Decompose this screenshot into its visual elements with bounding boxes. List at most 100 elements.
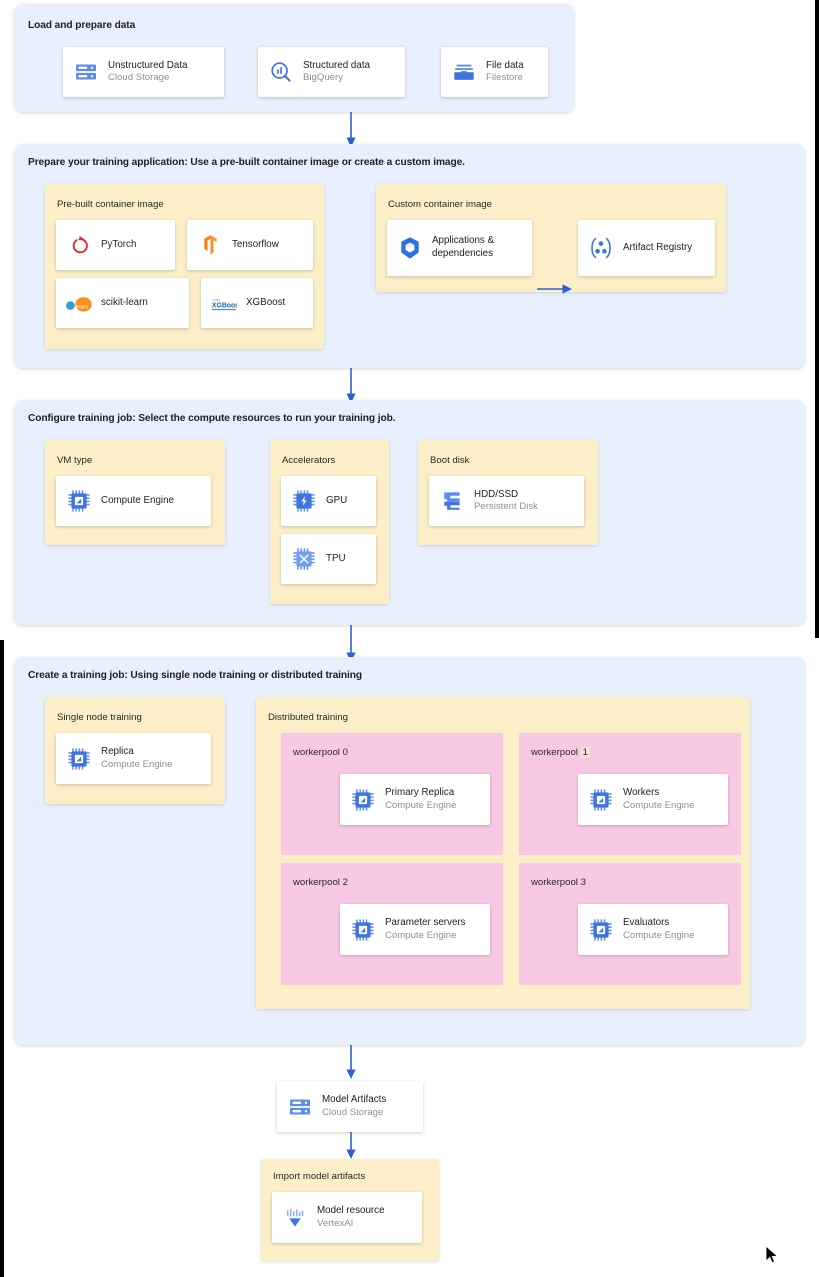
- arrow-stage2-to-stage3: [346, 366, 356, 403]
- card-scikit-learn[interactable]: learn scikit-learn: [56, 278, 189, 328]
- card-model-artifacts[interactable]: Model Artifacts Cloud Storage: [277, 1081, 423, 1132]
- group-single-node-training: Single node training: [45, 697, 225, 804]
- cloud-storage-icon: [287, 1094, 313, 1120]
- stage-create-a-training-job: Create a training job: Using single node…: [14, 657, 805, 1045]
- persistent-disk-icon: [439, 488, 465, 514]
- filestore-icon: [451, 59, 477, 85]
- group-boot-disk: Boot disk HDD/SSD Persistent Disk: [418, 440, 598, 545]
- cloud-storage-icon: [73, 59, 99, 85]
- card-title: Replica: [101, 746, 134, 757]
- card-subtitle: Compute Engine: [623, 929, 695, 941]
- tpu-icon: [291, 546, 317, 572]
- card-subtitle: Persistent Disk: [474, 501, 538, 513]
- group-accelerators: Accelerators: [270, 440, 389, 604]
- card-title: Evaluators: [623, 917, 670, 928]
- mouse-cursor: [765, 1245, 779, 1264]
- card-primary-replica[interactable]: Primary Replica Compute Engine: [340, 774, 498, 837]
- workerpool-label-text: workerpool 3: [531, 877, 586, 888]
- card-title: Parameter servers: [385, 917, 466, 928]
- stage-title: Prepare your training application: Use a…: [28, 157, 465, 168]
- scikit-learn-icon: learn: [66, 290, 92, 316]
- workerpool-label: workerpool 2: [293, 877, 348, 888]
- stage-title: Load and prepare data: [28, 20, 136, 31]
- card-compute-engine-vm[interactable]: Compute Engine: [56, 476, 211, 526]
- workerpool-3: workerpool 3: [519, 863, 741, 985]
- compute-engine-icon: [66, 488, 92, 514]
- card-title: Workers: [623, 787, 660, 798]
- svg-text:dmlc: dmlc: [213, 298, 220, 302]
- group-pre-built-container-image: Pre-built container image PyTorch: [45, 184, 324, 349]
- workerpool-label-text: workerpool 2: [293, 877, 348, 888]
- stage-configure-training-job: Configure training job: Select the compu…: [14, 400, 805, 625]
- card-subtitle: Compute Engine: [385, 929, 457, 941]
- group-import-model-artifacts: Import model artifacts Model resource: [261, 1159, 439, 1261]
- group-title: Single node training: [57, 712, 142, 723]
- card-title: TPU: [326, 552, 346, 564]
- card-title: Unstructured Data: [108, 59, 188, 71]
- group-title: Boot disk: [430, 455, 470, 466]
- card-parameter-servers[interactable]: Parameter servers Compute Engine: [340, 904, 498, 967]
- card-file-data[interactable]: File data Filestore: [441, 47, 548, 97]
- workerpool-1: workerpool 1: [519, 733, 741, 855]
- arrow-model-artifacts-to-import: [346, 1128, 356, 1159]
- stage-load-and-prepare-data: Load and prepare data Unstructured Data …: [14, 4, 574, 112]
- vertex-ai-icon: [282, 1205, 308, 1231]
- group-vm-type: VM type: [45, 440, 225, 545]
- pytorch-icon: [66, 232, 92, 258]
- xgboost-icon: dmlc XGBoost: [211, 290, 237, 316]
- card-xgboost[interactable]: dmlc XGBoost XGBoost: [201, 278, 313, 328]
- workerpool-label-text: workerpool 0: [293, 747, 348, 758]
- card-title: Structured data: [303, 59, 370, 71]
- compute-engine-icon: [350, 787, 376, 813]
- card-evaluators[interactable]: Evaluators Compute Engine: [578, 904, 736, 967]
- stage-title: Create a training job: Using single node…: [28, 670, 363, 681]
- group-title: Accelerators: [282, 455, 336, 466]
- tensorflow-icon: [197, 232, 223, 258]
- card-title: PyTorch: [101, 238, 137, 250]
- card-title: Artifact Registry: [623, 241, 693, 253]
- bigquery-icon: [268, 59, 294, 85]
- card-title: Primary Replica: [385, 787, 455, 798]
- card-title: Model Artifacts: [322, 1094, 387, 1105]
- card-persistent-disk[interactable]: HDD/SSD Persistent Disk: [429, 476, 584, 526]
- arrow-stage1-to-stage2: [346, 110, 356, 147]
- applications-dependencies-icon: [397, 235, 423, 261]
- card-subtitle: BigQuery: [303, 72, 343, 84]
- card-subtitle: Cloud Storage: [108, 72, 170, 84]
- card-model-resource[interactable]: Model resource VertexAI: [272, 1192, 422, 1243]
- card-subtitle: Compute Engine: [385, 799, 457, 811]
- card-pytorch[interactable]: PyTorch: [56, 220, 175, 270]
- card-subtitle: Compute Engine: [101, 758, 173, 770]
- card-tpu[interactable]: TPU: [281, 534, 376, 584]
- workerpool-label: workerpool 0: [293, 747, 348, 758]
- workerpool-label: workerpool 1: [531, 747, 590, 758]
- card-applications-dependencies[interactable]: Applications & dependencies: [387, 220, 532, 276]
- group-custom-container-image: Custom container image Applications & de…: [376, 184, 726, 294]
- card-subtitle: Cloud Storage: [322, 1106, 384, 1118]
- card-title: scikit-learn: [101, 296, 148, 308]
- compute-engine-icon: [350, 917, 376, 943]
- workerpool-label-text: workerpool: [531, 747, 581, 758]
- card-subtitle: VertexAI: [317, 1217, 354, 1229]
- card-workers[interactable]: Workers Compute Engine: [578, 774, 736, 837]
- arrow-applications-to-artifact-registry: [537, 284, 572, 294]
- compute-engine-icon: [588, 917, 614, 943]
- card-artifact-registry[interactable]: Artifact Registry: [578, 220, 715, 276]
- stage-prepare-training-application: Prepare your training application: Use a…: [14, 144, 805, 368]
- arrow-stage4-to-model-artifacts: [346, 1042, 356, 1079]
- workerpool-2: workerpool 2: [281, 863, 503, 985]
- workerpool-label-highlight: 1: [580, 747, 590, 758]
- card-structured-data[interactable]: Structured data BigQuery: [258, 47, 405, 97]
- card-tensorflow[interactable]: Tensorflow: [187, 220, 313, 270]
- card-replica[interactable]: Replica Compute Engine: [56, 733, 211, 784]
- gpu-icon: [291, 488, 317, 514]
- card-subtitle: Filestore: [486, 72, 523, 84]
- card-title: HDD/SSD: [474, 488, 519, 500]
- artifact-registry-icon: [588, 235, 614, 261]
- svg-text:XGBoost: XGBoost: [212, 302, 237, 309]
- card-title: GPU: [326, 494, 348, 506]
- card-gpu[interactable]: GPU: [281, 476, 376, 526]
- card-unstructured-data[interactable]: Unstructured Data Cloud Storage: [63, 47, 224, 97]
- card-title: File data: [486, 59, 524, 71]
